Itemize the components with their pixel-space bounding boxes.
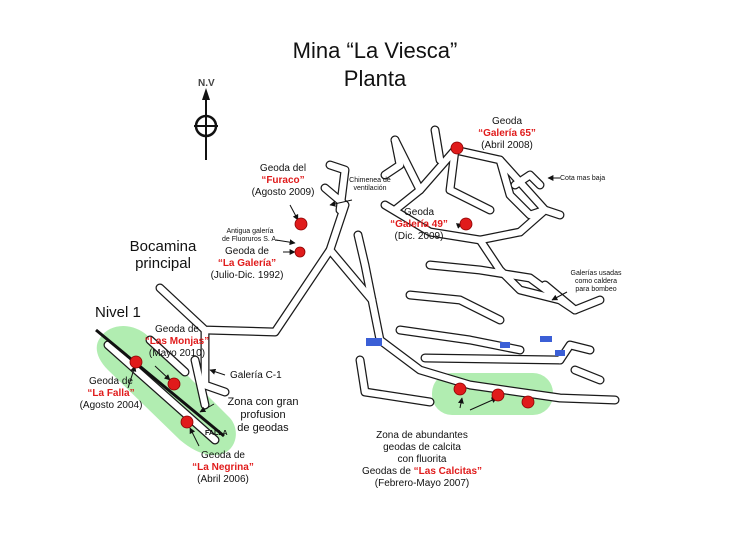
geode-marker-galeria bbox=[294, 246, 306, 258]
geode-markers bbox=[129, 141, 535, 429]
label-usadas: Galerías usadas como caldera para bombeo bbox=[570, 270, 622, 293]
label-bocamina: Bocamina principal bbox=[129, 238, 197, 272]
water-areas bbox=[366, 336, 565, 356]
label-furaco: Geoda del “Furaco” (Agosto 2009) bbox=[251, 163, 315, 198]
label-falla-geoda: Geoda de “La Falla” (Agosto 2004) bbox=[79, 376, 143, 411]
label-galeria-c1: Galería C-1 bbox=[230, 370, 282, 381]
label-cota: Cota mas baja bbox=[560, 175, 606, 182]
label-falla: FALLA bbox=[205, 430, 228, 437]
geode-marker-g65 bbox=[450, 141, 464, 155]
fault-line bbox=[95, 328, 225, 438]
label-negrina: Geoda de “La Negrina” (Abril 2006) bbox=[192, 450, 254, 485]
geode-marker-negrina bbox=[180, 415, 194, 429]
north-arrow-icon bbox=[194, 88, 218, 160]
label-antigua: Antigua galería de Fluoruros S. A. bbox=[221, 228, 279, 243]
geode-marker-g49 bbox=[459, 217, 473, 231]
pointer-lines bbox=[127, 175, 568, 447]
compass-label: N.V bbox=[198, 78, 215, 89]
map-subtitle: Planta bbox=[343, 66, 407, 91]
label-g65: Geoda “Galería 65” (Abril 2008) bbox=[478, 116, 536, 151]
geode-marker-calcitas-2 bbox=[491, 388, 505, 402]
label-calcitas: Zona de abundantes geodas de calcita con… bbox=[361, 430, 483, 489]
label-chimenea: Chimenea de ventilación bbox=[349, 177, 391, 192]
geode-marker-calcitas-1 bbox=[453, 382, 467, 396]
geode-marker-falla bbox=[129, 355, 143, 369]
map-title: Mina “La Viesca” bbox=[292, 38, 458, 63]
label-monjas: Geoda de “Las Monjas” (Mayo 2010) bbox=[144, 324, 210, 359]
geode-marker-monjas bbox=[167, 377, 181, 391]
label-zona-gran: Zona con gran profusion de geodas bbox=[227, 396, 299, 434]
geode-marker-calcitas-3 bbox=[521, 395, 535, 409]
geode-marker-furaco bbox=[294, 217, 308, 231]
label-g49: Geoda “Galería 49” (Dic. 2009) bbox=[390, 207, 448, 242]
label-galeria: Geoda de “La Galería” (Julio-Dic. 1992) bbox=[210, 246, 284, 281]
label-nivel: Nivel 1 bbox=[95, 304, 141, 321]
